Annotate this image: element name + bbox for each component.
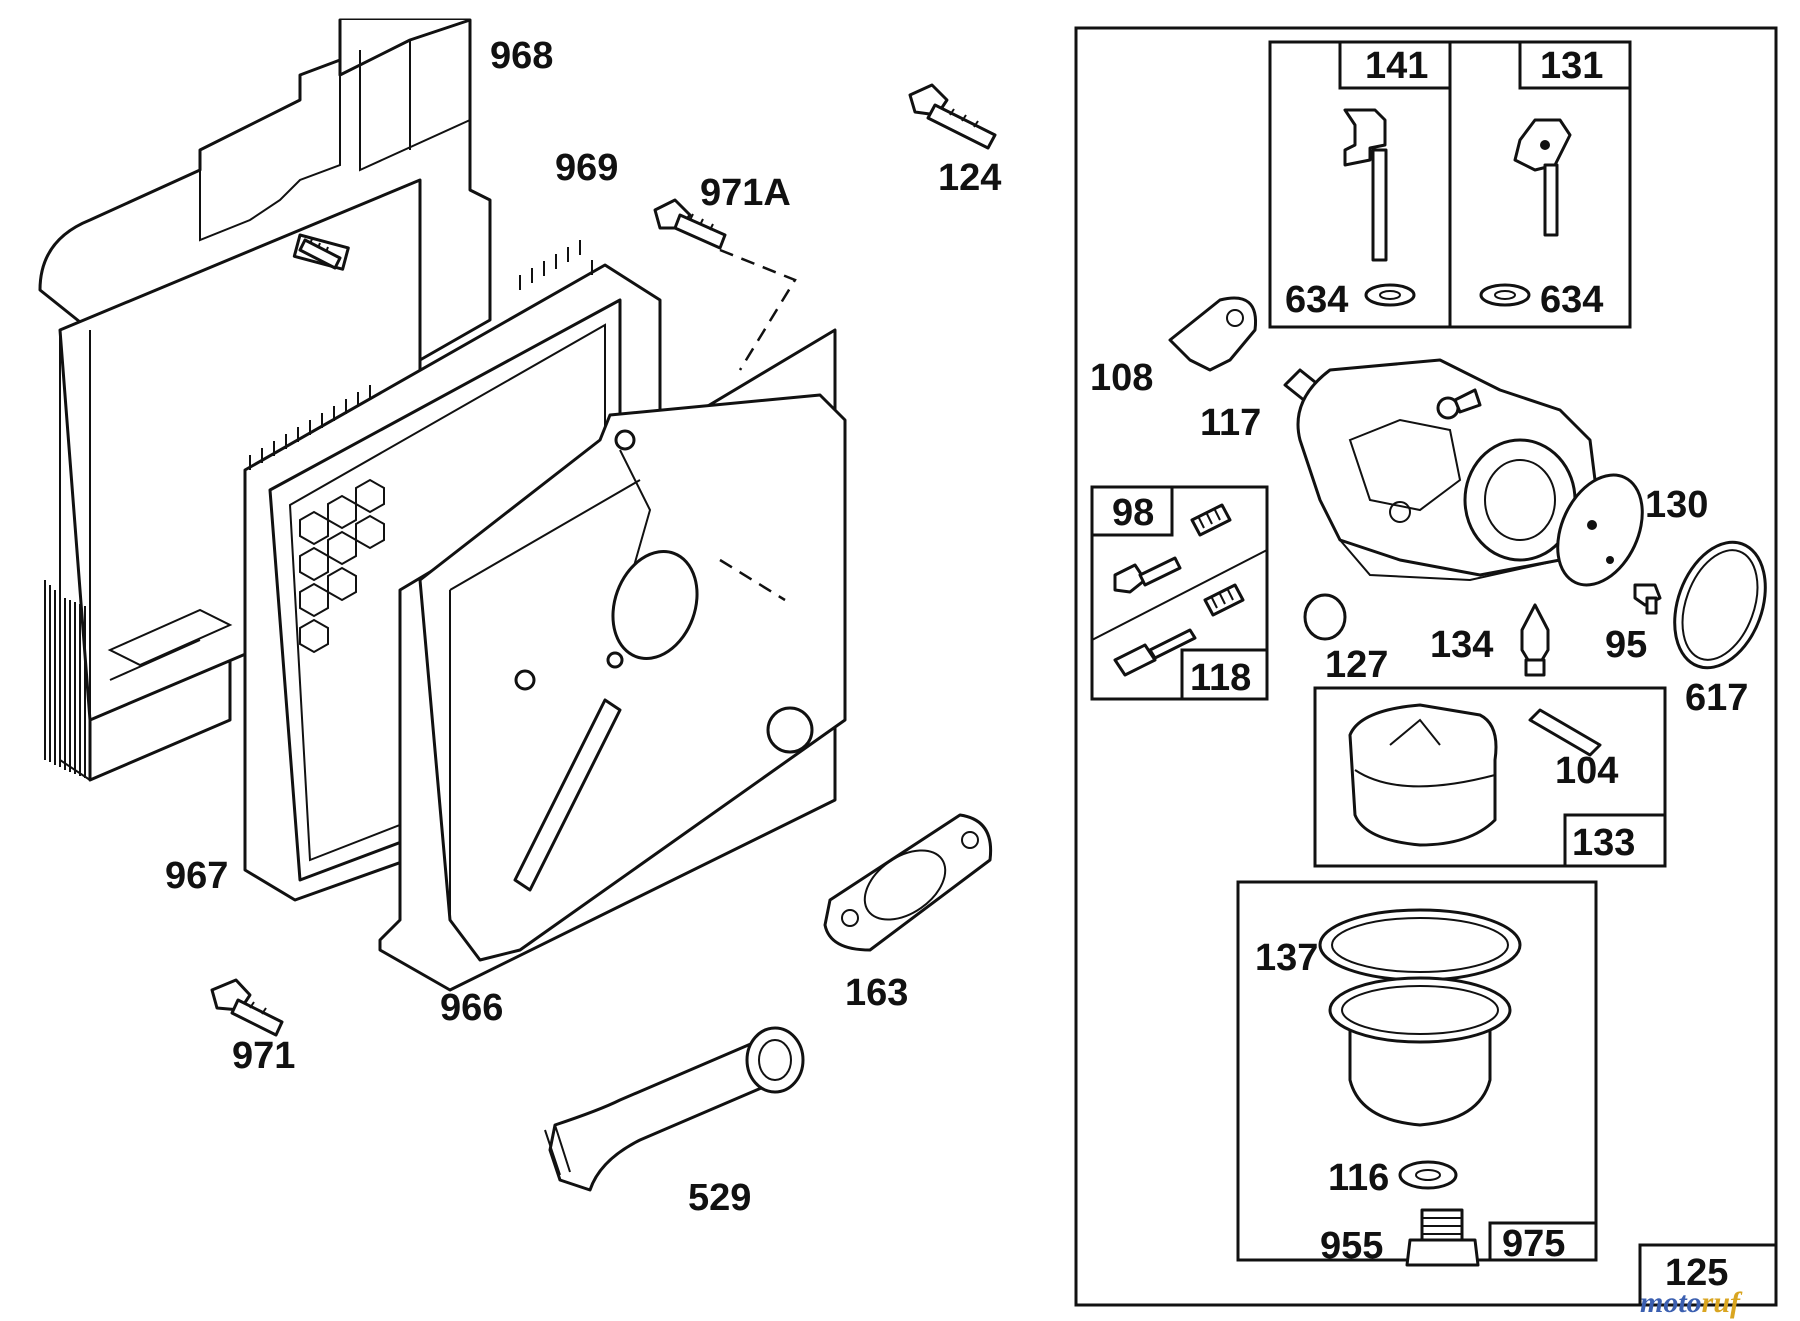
washer-116: [1398, 1160, 1458, 1190]
label-137: 137: [1255, 937, 1318, 979]
welch-plug-127: [1303, 593, 1347, 641]
label-117: 117: [1200, 402, 1261, 444]
label-116: 116: [1328, 1157, 1389, 1199]
throttle-shaft-141: [1343, 108, 1416, 307]
kit-box-98-118: [1090, 485, 1269, 701]
label-975: 975: [1502, 1223, 1565, 1265]
air-cleaner-cover-966: [378, 328, 847, 992]
bowl-nut-955: [1405, 1208, 1480, 1267]
breather-tube-529: [544, 1026, 805, 1192]
label-163: 163: [845, 972, 908, 1014]
kit-box-133: [1313, 686, 1667, 868]
screw-971: [210, 978, 284, 1037]
gasket-108: [1168, 296, 1258, 372]
label-131: 131: [1540, 45, 1603, 87]
o-ring-617: [1673, 540, 1767, 670]
label-971: 971: [232, 1035, 295, 1077]
label-617: 617: [1685, 677, 1748, 719]
label-969: 969: [555, 147, 618, 189]
label-124: 124: [938, 157, 1001, 199]
gasket-130: [1556, 473, 1644, 587]
label-529: 529: [688, 1177, 751, 1219]
gasket-163: [823, 813, 993, 952]
label-971a: 971A: [700, 172, 791, 214]
label-125: 125: [1665, 1252, 1728, 1294]
inlet-needle-134: [1520, 603, 1550, 677]
label-130: 130: [1645, 484, 1708, 526]
label-141: 141: [1365, 45, 1428, 87]
label-127: 127: [1325, 644, 1388, 686]
idle-screw-98: [1113, 503, 1232, 594]
watermark-logo: motoruf: [1640, 1286, 1743, 1319]
label-634-right: 634: [1540, 279, 1603, 321]
float-bowl-137: [1318, 908, 1522, 1127]
label-95: 95: [1605, 624, 1647, 666]
label-134: 134: [1430, 624, 1493, 666]
screw-124: [908, 83, 997, 150]
label-968: 968: [490, 35, 553, 77]
kit-box-125: [1638, 1243, 1778, 1307]
label-955: 955: [1320, 1225, 1383, 1267]
label-108: 108: [1090, 357, 1153, 399]
choke-shaft-131: [1479, 118, 1572, 307]
label-118: 118: [1190, 657, 1251, 699]
label-967: 967: [165, 855, 228, 897]
label-634-left: 634: [1285, 279, 1348, 321]
float-133: [1348, 703, 1498, 847]
carburetor-panel: [1074, 26, 1778, 1307]
label-966: 966: [440, 987, 503, 1029]
carburetor-body: [1296, 358, 1602, 582]
screw-969: [298, 238, 342, 270]
hinge-pin-104: [1528, 708, 1602, 757]
label-104: 104: [1555, 750, 1618, 792]
screw-95: [1633, 583, 1662, 615]
label-133: 133: [1572, 822, 1635, 864]
screw-971a: [653, 198, 727, 250]
label-98: 98: [1112, 492, 1154, 534]
mixture-screw-118: [1113, 583, 1245, 677]
